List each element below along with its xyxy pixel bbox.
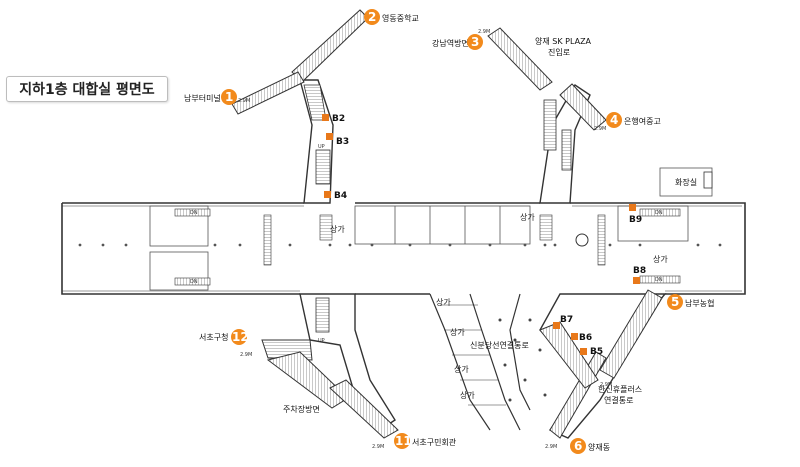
sinbundang-label: 신분당선연결통로 bbox=[470, 340, 529, 350]
shop-label: 상가 bbox=[520, 212, 535, 222]
exit-label: 영동중학교 bbox=[382, 13, 419, 23]
skplaza-label: 진입로 bbox=[548, 47, 570, 57]
width-tag: 2.9M bbox=[545, 444, 557, 450]
bmark-label: B9 bbox=[629, 215, 642, 225]
bmark-square bbox=[571, 333, 578, 340]
exit-label: 남부터미널 bbox=[184, 94, 221, 103]
exit-badge bbox=[221, 89, 237, 105]
exit-badge bbox=[667, 294, 683, 310]
bmark-label: B6 bbox=[579, 333, 592, 343]
exit-number: 5 bbox=[671, 295, 679, 309]
bmark-label: B2 bbox=[332, 114, 345, 124]
width-tag: 2.9M bbox=[478, 29, 490, 35]
bmark-square bbox=[553, 322, 560, 329]
room-outlines bbox=[149, 167, 713, 291]
parking-label: 주차장방면 bbox=[283, 404, 320, 414]
exit-badge bbox=[231, 329, 247, 345]
exit-badge bbox=[364, 9, 380, 25]
corridor-exit-3-4 bbox=[487, 27, 607, 204]
dn-label: DN bbox=[655, 210, 663, 216]
exit-badge bbox=[467, 34, 483, 50]
width-tag: 2.9M bbox=[240, 352, 252, 358]
corridor-exit-1-2 bbox=[231, 9, 369, 204]
bmark-square bbox=[322, 114, 329, 121]
bmark-square bbox=[633, 277, 640, 284]
exit-number: 6 bbox=[574, 439, 582, 453]
exit-number: 4 bbox=[610, 113, 618, 127]
exit-number: 11 bbox=[395, 434, 412, 448]
bmark-square bbox=[629, 204, 636, 211]
corridor-exit-11-12 bbox=[261, 293, 399, 439]
bmark-label: B4 bbox=[334, 191, 347, 201]
width-tag: 2.9M bbox=[372, 444, 384, 450]
place-labels: 양재 SK PLAZA 진입로 화장실 신분당선연결통로 한신휴플러스 연결통로… bbox=[283, 37, 697, 414]
b-markers: B2 B3 B4 B5 B6 B7 B8 B9 bbox=[322, 114, 646, 357]
shop-label: 상가 bbox=[454, 364, 469, 374]
hansin-label: 연결통로 bbox=[604, 395, 633, 405]
exit-markers: 남부터미널 1 2 영동중학교 강남역방면 3 4 은행여중고 5 남부농협 6… bbox=[184, 9, 714, 454]
exit-number: 1 bbox=[225, 90, 233, 104]
shop-labels: 상가 상가 상가 상가 상가 상가 상가 bbox=[330, 212, 668, 400]
exit-badge bbox=[394, 433, 410, 449]
bmark-square bbox=[580, 348, 587, 355]
toilet-label: 화장실 bbox=[675, 177, 697, 187]
escalator-blocks bbox=[174, 208, 681, 286]
exit-label: 서초구민회관 bbox=[412, 437, 457, 447]
dn-label: DN bbox=[190, 279, 198, 285]
bmark-label: B5 bbox=[590, 347, 603, 357]
up-label: UP bbox=[318, 144, 325, 150]
sinbundang-area bbox=[429, 293, 531, 431]
up-label: UP bbox=[318, 338, 325, 344]
exit-number: 3 bbox=[471, 35, 479, 49]
direction-tags: UP UP DN DN DN DN 2.9M 2.9M 2.9M 2.9M 2.… bbox=[190, 29, 663, 450]
shop-label: 상가 bbox=[653, 254, 668, 264]
exit-number: 2 bbox=[368, 10, 376, 24]
shop-label: 상가 bbox=[436, 297, 451, 307]
dn-label: DN bbox=[655, 277, 663, 283]
bmark-square bbox=[324, 191, 331, 198]
plaza-dots bbox=[498, 318, 547, 402]
shop-label: 상가 bbox=[330, 224, 345, 234]
bmark-label: B8 bbox=[633, 266, 646, 276]
bmark-label: B7 bbox=[560, 315, 573, 325]
width-tag: 2.9M bbox=[594, 126, 606, 132]
hansin-label: 한신휴플러스 bbox=[598, 385, 642, 394]
skplaza-label: 양재 SK PLAZA bbox=[535, 37, 592, 46]
map-title: 지하1층 대합실 평면도 bbox=[6, 76, 168, 102]
bmark-label: B3 bbox=[336, 137, 349, 147]
exit-badge bbox=[606, 112, 622, 128]
toilet-icon bbox=[703, 171, 713, 189]
exit-label: 서초구청 bbox=[199, 333, 228, 342]
corridor-exit-5-6 bbox=[539, 289, 667, 439]
exit-label: 양재동 bbox=[588, 443, 610, 452]
width-tag: 2.9M bbox=[600, 382, 612, 388]
width-tag: 2.9M bbox=[238, 98, 250, 104]
elevator-icon bbox=[575, 233, 589, 247]
exit-label: 강남역방면 bbox=[432, 38, 469, 48]
bmark-square bbox=[326, 133, 333, 140]
exit-badge bbox=[570, 438, 586, 454]
shop-label: 상가 bbox=[450, 327, 465, 337]
dn-label: DN bbox=[190, 210, 198, 216]
shop-label: 상가 bbox=[460, 390, 475, 400]
exit-number: 12 bbox=[232, 330, 249, 344]
exit-label: 남부농협 bbox=[685, 298, 714, 308]
column-dots bbox=[78, 243, 722, 247]
exit-label: 은행여중고 bbox=[624, 116, 661, 126]
